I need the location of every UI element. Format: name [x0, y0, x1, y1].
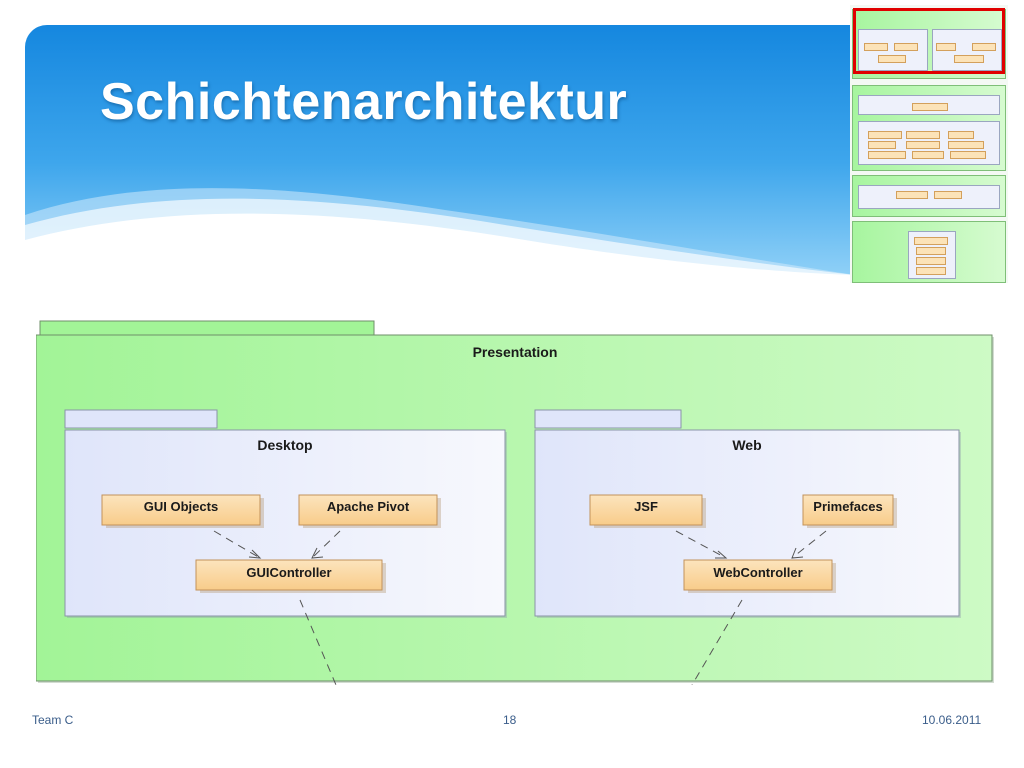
header-banner [25, 25, 855, 275]
arrow-head [311, 547, 324, 559]
component-label: Primefaces [813, 499, 882, 514]
dependency-arrow [675, 530, 727, 559]
thumb-component [916, 247, 946, 255]
thumb-component [972, 43, 996, 51]
thumb-component [954, 55, 984, 63]
thumb-component [914, 237, 948, 245]
thumb-subpackage [858, 185, 1000, 209]
dependency-arrow [791, 530, 827, 559]
thumb-component [868, 151, 906, 159]
component-label: GUIController [246, 565, 331, 580]
dependency-arrow [213, 530, 261, 559]
slide-number: 18 [503, 713, 517, 727]
component-box [683, 559, 833, 591]
component-box [195, 559, 383, 591]
thumb-component [906, 131, 940, 139]
component-box [298, 494, 438, 526]
package-title: Presentation [473, 344, 558, 360]
web-package: Web JSF Primefaces WebController [534, 409, 961, 618]
header-background [25, 25, 855, 275]
dependency-arrow [311, 530, 341, 559]
thumb-component [868, 131, 902, 139]
arrow-head [715, 550, 728, 559]
thumb-component [864, 43, 888, 51]
thumb-component [906, 141, 940, 149]
thumb-component [912, 103, 948, 111]
thumb-component [868, 141, 896, 149]
thumb-component [936, 43, 956, 51]
thumb-component [896, 191, 928, 199]
overview-thumbnail [850, 5, 1008, 283]
package-tab [534, 409, 682, 429]
thumbnail-highlight-frame [853, 8, 1005, 74]
presentation-diagram: Presentation Desktop GUI Objects Apache … [36, 320, 994, 685]
thumb-component [948, 131, 974, 139]
component-box [101, 494, 261, 526]
component-label: GUI Objects [144, 499, 218, 514]
arrow-head [248, 549, 262, 559]
package-title: Web [732, 437, 761, 453]
thumb-component [916, 267, 946, 275]
dependency-arrow [691, 599, 743, 685]
thumb-component [934, 191, 962, 199]
thumb-component [916, 257, 946, 265]
dependency-arrow [299, 599, 337, 685]
component-label: JSF [634, 499, 658, 514]
component-box [589, 494, 703, 526]
thumb-component [894, 43, 918, 51]
arrow-head [791, 547, 804, 559]
component-label: Apache Pivot [327, 499, 410, 514]
thumb-component [878, 55, 906, 63]
thumb-component [948, 141, 984, 149]
component-label: WebController [713, 565, 802, 580]
package-tab [64, 409, 218, 429]
thumb-component [912, 151, 944, 159]
footer-team: Team C [32, 713, 74, 727]
desktop-package: Desktop GUI Objects Apache Pivot GUICont… [64, 409, 507, 618]
footer-date: 10.06.2011 [922, 713, 982, 727]
package-title: Desktop [257, 437, 312, 453]
dependency-arrows [213, 530, 827, 685]
thumb-component [950, 151, 986, 159]
slide-title: Schichtenarchitektur [100, 73, 628, 131]
arrow-heads [248, 547, 804, 559]
component-box [802, 494, 894, 526]
